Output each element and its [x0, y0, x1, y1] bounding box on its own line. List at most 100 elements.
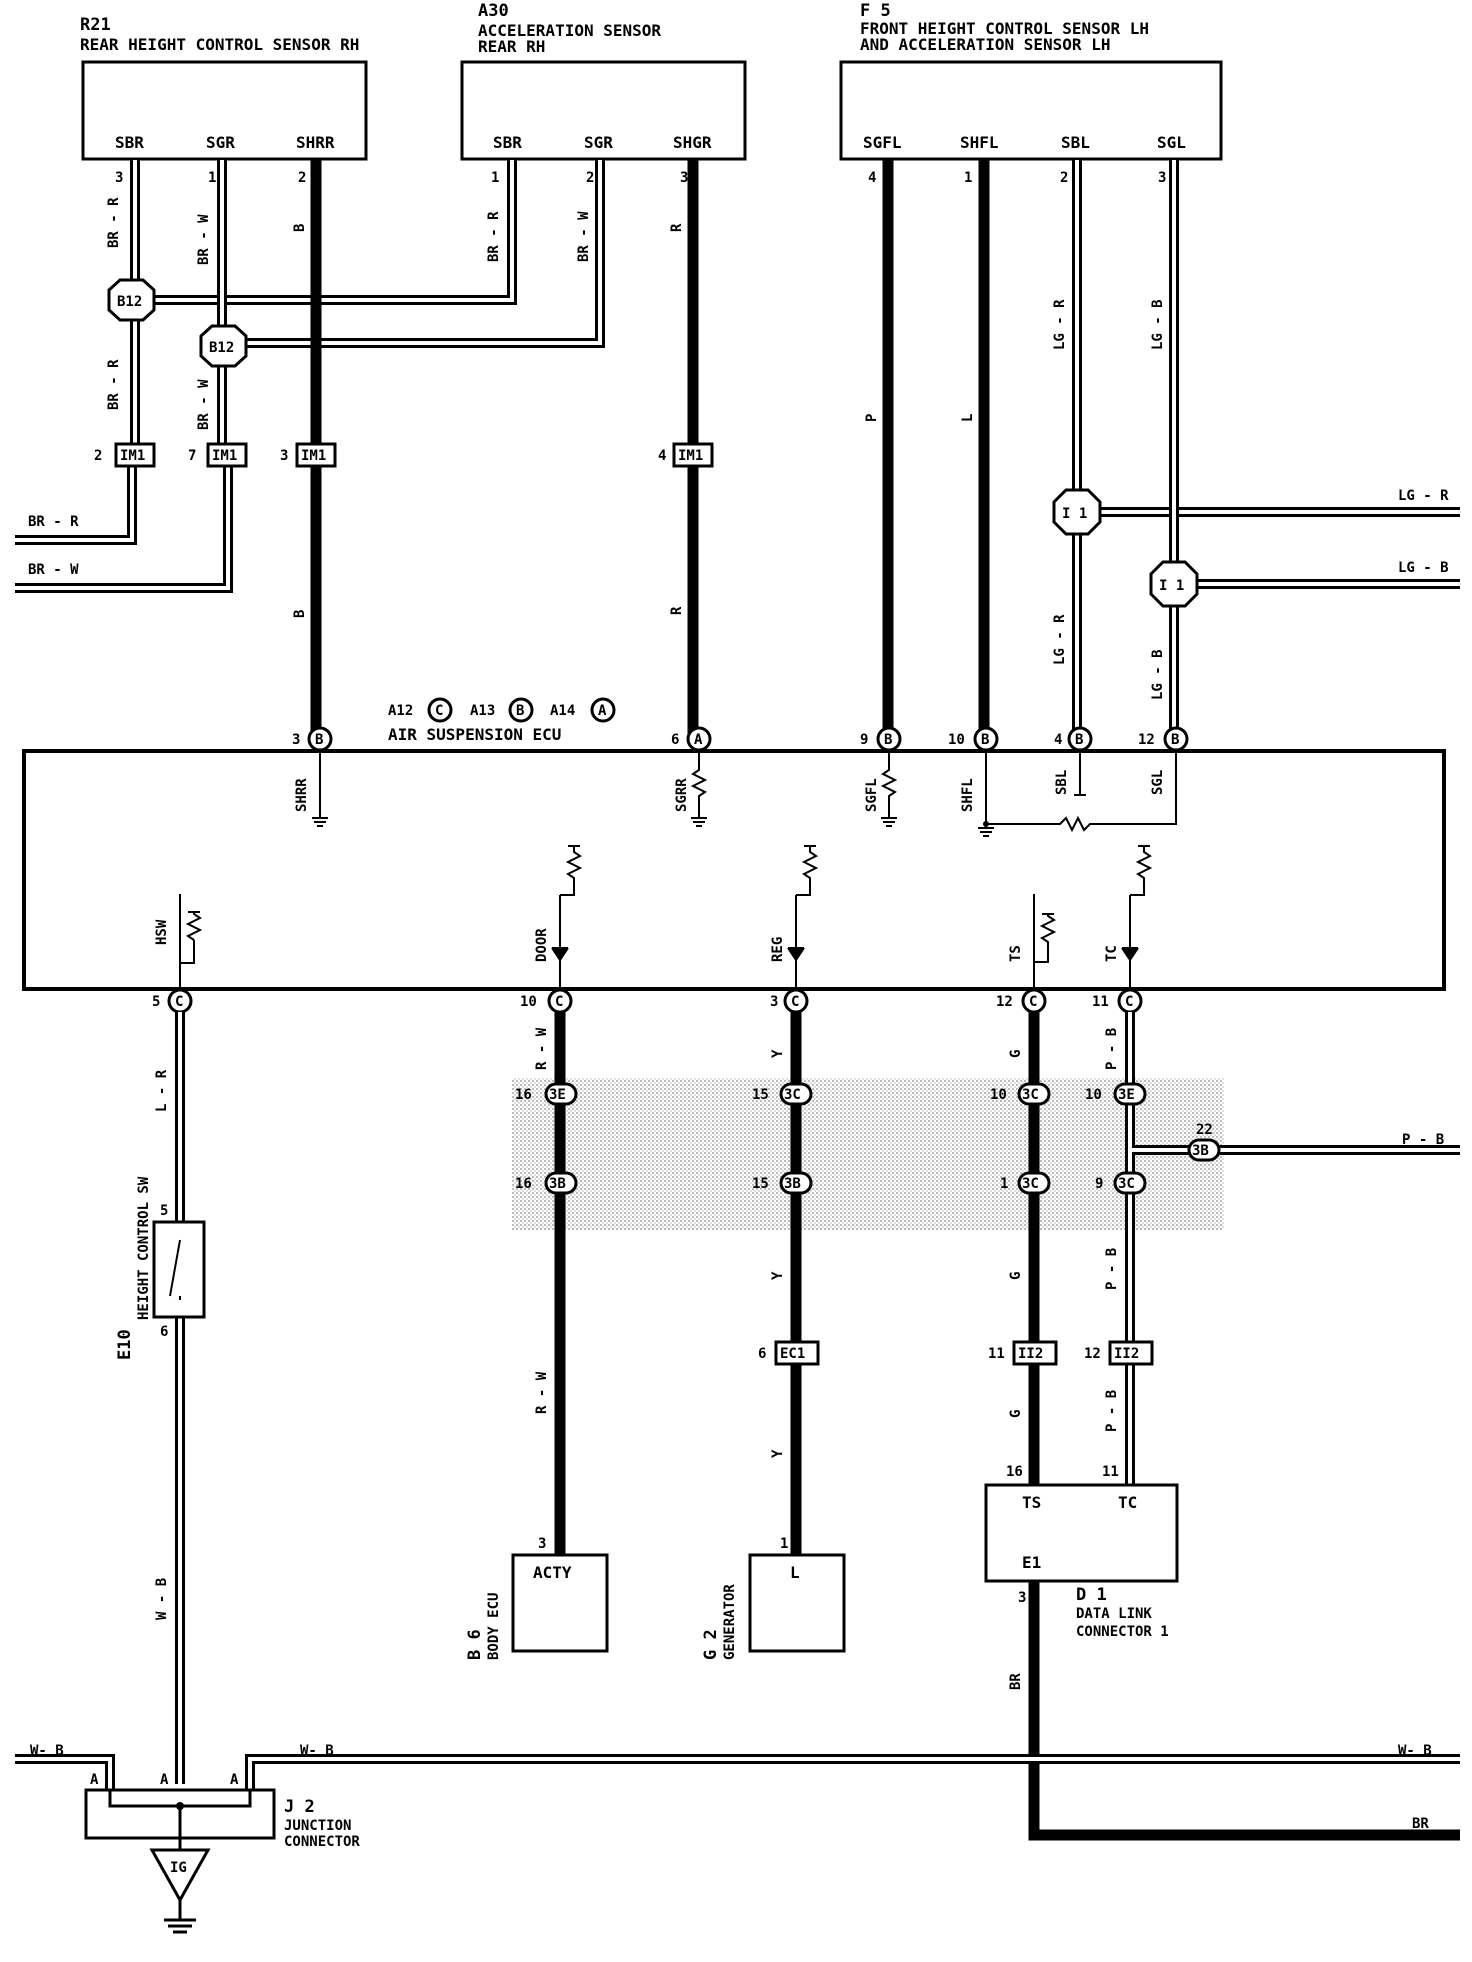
svg-text:L: L: [790, 1563, 800, 1582]
svg-text:11: 11: [1102, 1464, 1119, 1480]
wire-r21-sgr: [15, 160, 605, 593]
svg-text:IM1: IM1: [212, 448, 237, 464]
svg-text:3B: 3B: [784, 1176, 801, 1192]
wl-br-w-2: BR - W: [196, 379, 212, 430]
wl-br-r-2: BR - R: [106, 359, 122, 410]
svg-text:EC1: EC1: [780, 1346, 805, 1362]
svg-text:6: 6: [671, 732, 679, 748]
wl-br-r-left: BR - R: [28, 514, 79, 530]
svg-text:SGRR: SGRR: [674, 778, 690, 812]
svg-text:3E: 3E: [1118, 1087, 1135, 1103]
wl-lg-b-1: LG - B: [1150, 299, 1166, 350]
svg-text:A14: A14: [550, 703, 575, 719]
f5-pinnum-sbl: 2: [1060, 170, 1068, 186]
svg-text:HEIGHT CONTROL SW: HEIGHT CONTROL SW: [136, 1176, 152, 1320]
svg-text:E10: E10: [115, 1329, 135, 1360]
a30-name-2: REAR RH: [478, 37, 545, 56]
svg-text:DOOR: DOOR: [534, 928, 550, 962]
f5-code: F 5: [860, 1, 891, 21]
svg-text:B: B: [1075, 732, 1083, 748]
svg-text:B: B: [981, 732, 989, 748]
b6-body-ecu: ACTY 3 B 6 BODY ECU: [465, 1536, 609, 1660]
r21-box: [81, 60, 368, 161]
svg-text:Y: Y: [770, 1049, 786, 1058]
svg-text:10: 10: [520, 994, 537, 1010]
svg-text:2: 2: [94, 448, 102, 464]
svg-text:SHFL: SHFL: [960, 778, 976, 812]
a30-pin-sgr: SGR: [584, 133, 613, 152]
svg-text:1: 1: [1000, 1176, 1008, 1192]
svg-text:W- B: W- B: [1398, 1743, 1432, 1759]
svg-text:SGL: SGL: [1150, 770, 1166, 795]
f5-pinnum-sgfl: 4: [868, 170, 876, 186]
svg-text:4: 4: [658, 448, 666, 464]
ecu-top-labels: SHRR SGRR SGFL SHFL SBL SGL: [294, 770, 1166, 812]
svg-text:11: 11: [988, 1346, 1005, 1362]
wl-lg-r-right: LG - R: [1398, 488, 1449, 504]
a30-pinnum-sbr: 1: [491, 170, 499, 186]
svg-text:IG: IG: [170, 1860, 187, 1876]
svg-text:A: A: [694, 732, 703, 748]
a30-pinnum-shgr: 3: [680, 170, 688, 186]
connector-im1-row: IM1 2 IM1 7 IM1 3 IM1 4: [94, 442, 714, 468]
a30-sensor: A30 ACCELERATION SENSOR REAR RH SBR SGR …: [460, 1, 747, 161]
svg-text:B 6: B 6: [465, 1629, 485, 1660]
svg-text:15: 15: [752, 1087, 769, 1103]
svg-text:16: 16: [1006, 1464, 1023, 1480]
ecu-bottom-pins: C5 C10 C3 C12 C11: [152, 988, 1143, 1014]
svg-text:E1: E1: [1022, 1553, 1041, 1572]
svg-text:1: 1: [780, 1536, 788, 1552]
svg-text:12: 12: [1138, 732, 1155, 748]
svg-text:3: 3: [538, 1536, 546, 1552]
svg-text:BR: BR: [1008, 1673, 1024, 1690]
svg-text:A13: A13: [470, 703, 495, 719]
svg-text:C: C: [791, 994, 799, 1010]
svg-text:16: 16: [515, 1176, 532, 1192]
r21-pinnum-sgr: 1: [208, 170, 216, 186]
wl-br-w-1: BR - W: [196, 214, 212, 265]
splice-b12-2: B12: [199, 324, 248, 368]
svg-text:HSW: HSW: [154, 919, 170, 945]
wire-wb-bus: [15, 1754, 1460, 1790]
svg-text:II2: II2: [1114, 1346, 1139, 1362]
svg-text:IM1: IM1: [120, 448, 145, 464]
svg-text:G 2: G 2: [701, 1629, 721, 1660]
ecu-title: A12 C A13 B A14 A AIR SUSPENSION ECU: [388, 697, 616, 744]
svg-text:Y: Y: [770, 1449, 786, 1458]
f5-pin-shfl: SHFL: [960, 133, 999, 152]
svg-text:B: B: [315, 732, 323, 748]
f5-sensor: F 5 FRONT HEIGHT CONTROL SENSOR LH AND A…: [839, 1, 1223, 161]
svg-text:Y: Y: [770, 1271, 786, 1280]
svg-text:A12: A12: [388, 703, 413, 719]
wl-lg-r-2: LG - R: [1052, 614, 1068, 665]
svg-text:6: 6: [758, 1346, 766, 1362]
f5-pin-sgfl: SGFL: [863, 133, 902, 152]
svg-text:3E: 3E: [549, 1087, 566, 1103]
svg-text:TS: TS: [1022, 1493, 1041, 1512]
r21-name: REAR HEIGHT CONTROL SENSOR RH: [80, 35, 359, 54]
svg-text:B: B: [884, 732, 892, 748]
wl-l: L: [960, 414, 976, 422]
svg-text:II2: II2: [1018, 1346, 1043, 1362]
wire-tc: [1125, 1012, 1460, 1488]
bottom-wire-labels: L - R W - B R - W R - W Y Y Y G G G P - …: [30, 1027, 1444, 1832]
a30-pinnum-sgr: 2: [586, 170, 594, 186]
svg-text:A: A: [598, 703, 607, 719]
svg-text:B12: B12: [117, 294, 142, 310]
svg-text:A: A: [230, 1772, 239, 1788]
a30-pin-shgr: SHGR: [673, 133, 712, 152]
svg-text:5: 5: [160, 1203, 168, 1219]
a30-code: A30: [478, 1, 509, 21]
svg-text:IM1: IM1: [678, 448, 703, 464]
svg-text:G: G: [1008, 1410, 1024, 1418]
svg-text:3B: 3B: [549, 1176, 566, 1192]
d1-data-link-connector: TS TC E1 16 11 3 D 1 DATA LINK CONNECTOR…: [984, 1464, 1179, 1640]
svg-text:W- B: W- B: [30, 1743, 64, 1759]
splice-b12-1: B12: [107, 278, 156, 322]
svg-text:9: 9: [860, 732, 868, 748]
svg-text:REG: REG: [770, 937, 786, 962]
r21-pin-sgr: SGR: [206, 133, 235, 152]
ecu-diode-heads: [552, 948, 1138, 960]
